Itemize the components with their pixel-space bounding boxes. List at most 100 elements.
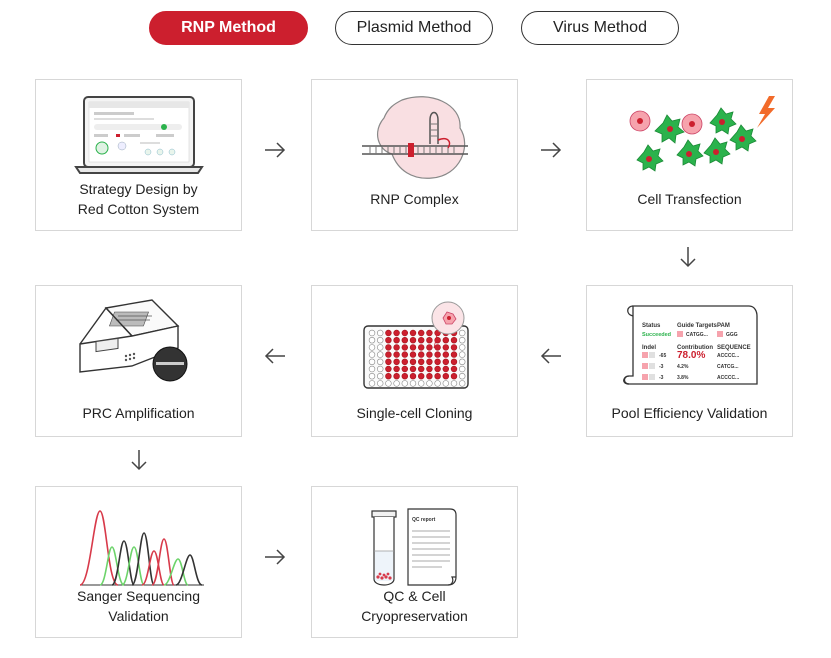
report-contribution-header: Contribution: [677, 345, 713, 351]
well: [368, 336, 376, 344]
well: [442, 358, 450, 366]
well: [409, 365, 417, 373]
well: [393, 380, 400, 387]
report-row-indel: -65: [659, 353, 666, 359]
well: [385, 365, 392, 373]
step-label: Pool Efficiency Validation: [611, 405, 768, 421]
rnp-complex-illustration: [362, 96, 468, 179]
step-label: Cell Transfection: [637, 191, 742, 207]
report-pam-header: PAM: [717, 323, 730, 329]
report-guide-header: Guide Targets: [677, 323, 718, 329]
well: [426, 351, 433, 358]
well: [376, 372, 384, 380]
step-pool-efficiency: Status Succeeded Guide Targets CATGG... …: [586, 285, 793, 437]
well: [417, 365, 425, 373]
arrow-left-icon: [264, 348, 285, 364]
report-row-contribution: 4.2%: [677, 364, 689, 370]
well: [409, 358, 417, 366]
well: [417, 336, 425, 344]
method-tabs: RNP Method Plasmid Method Virus Method: [0, 11, 831, 47]
well: [426, 336, 433, 344]
well: [459, 336, 466, 344]
well: [385, 329, 392, 337]
well: [434, 351, 441, 358]
well: [417, 344, 425, 351]
well: [417, 329, 425, 337]
report-row-sequence: CATCG...: [717, 364, 739, 370]
well: [393, 329, 400, 337]
well: [459, 380, 466, 387]
report-status-header: Status: [642, 323, 661, 329]
step-strategy-design: Strategy Design by Red Cotton System: [35, 79, 242, 231]
step-label: RNP Complex: [370, 191, 459, 207]
arrow-right-icon: [541, 142, 562, 158]
well: [385, 336, 392, 344]
step-label: PRC Amplification: [82, 405, 195, 421]
report-row-contribution: 3.8%: [677, 375, 689, 381]
well: [442, 336, 450, 344]
well: [450, 336, 458, 344]
well: [393, 336, 400, 344]
well: [426, 329, 433, 337]
well: [417, 380, 425, 387]
step-single-cell-cloning: Single-cell Cloning: [311, 285, 518, 437]
tab-virus-method[interactable]: Virus Method: [521, 11, 679, 45]
well: [450, 380, 458, 387]
well: [426, 372, 433, 380]
step-qc-cryopreservation: QC report QC & Cell Cryopreservation: [311, 486, 518, 638]
well: [459, 358, 466, 366]
well: [459, 344, 466, 351]
step-label: QC & Cell Cryopreservation: [361, 588, 468, 624]
report-indel-header: Indel: [642, 345, 656, 351]
report-row-contribution: 78.0%: [677, 350, 705, 361]
well: [409, 344, 417, 351]
well: [368, 358, 376, 366]
report-row-indel: -3: [659, 364, 664, 370]
well: [434, 365, 441, 373]
step-label: Sanger Sequencing Validation: [77, 588, 200, 624]
well: [442, 344, 450, 351]
arrow-left-icon: [540, 348, 561, 364]
well: [401, 380, 409, 387]
well: [368, 344, 376, 351]
well: [401, 351, 409, 358]
qc-illustration: QC report: [371, 508, 457, 586]
well: [401, 336, 409, 344]
well: [434, 358, 441, 366]
qc-report-title: QC report: [412, 517, 436, 523]
report-row-indel: -3: [659, 375, 664, 381]
well: [401, 358, 409, 366]
well: [426, 358, 433, 366]
pcr-machine-illustration: [79, 299, 188, 382]
well: [426, 365, 433, 373]
chromatogram-illustration: [79, 510, 204, 586]
well: [450, 365, 458, 373]
well: [401, 344, 409, 351]
report-row-sequence: ACCCC...: [717, 375, 740, 381]
well: [368, 380, 376, 387]
well: [393, 372, 400, 380]
well: [385, 358, 392, 366]
arrow-right-icon: [265, 549, 286, 565]
tab-plasmid-method[interactable]: Plasmid Method: [335, 11, 493, 45]
well: [385, 380, 392, 387]
well: [376, 358, 384, 366]
step-sanger-sequencing: Sanger Sequencing Validation: [35, 486, 242, 638]
well: [368, 365, 376, 373]
well: [393, 344, 400, 351]
well: [368, 329, 376, 337]
well: [459, 372, 466, 380]
well: [385, 351, 392, 358]
report-guide-value: CATGG...: [686, 332, 708, 338]
arrow-down-icon: [680, 247, 696, 268]
well: [450, 358, 458, 366]
step-label: Single-cell Cloning: [356, 405, 473, 421]
step-rnp-complex: RNP Complex: [311, 79, 518, 231]
well: [376, 336, 384, 344]
report-scroll-illustration: Status Succeeded Guide Targets CATGG... …: [623, 305, 758, 385]
well: [442, 380, 450, 387]
step-pcr-amplification: PRC Amplification: [35, 285, 242, 437]
report-row-sequence: ACCCC...: [717, 353, 740, 359]
tab-rnp-method[interactable]: RNP Method: [149, 11, 308, 45]
report-status-value: Succeeded: [642, 332, 671, 338]
